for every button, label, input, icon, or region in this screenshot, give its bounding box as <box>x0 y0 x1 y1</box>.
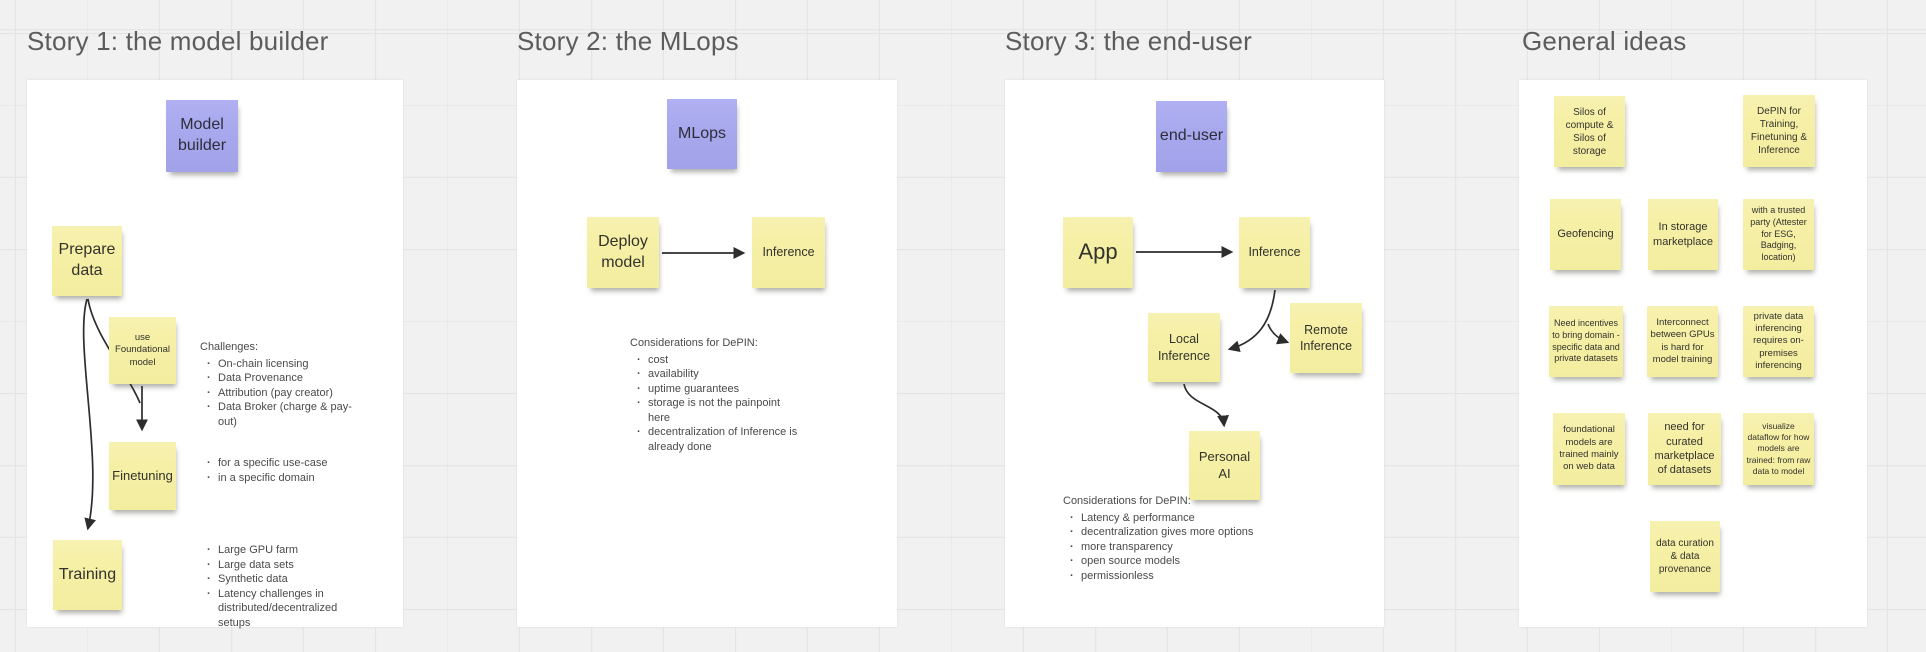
sticky-label: Geofencing <box>1557 228 1614 241</box>
note-bullet: open source models <box>1070 554 1293 569</box>
sticky-label: Interconnect between GPUs is hard for mo… <box>1650 316 1715 365</box>
sticky-label: Inference <box>1248 245 1301 260</box>
note-bullet: decentralization of Inference is already… <box>637 425 802 454</box>
note-bullet: Synthetic data <box>207 572 360 587</box>
frame-title-general-ideas[interactable]: General ideas <box>1522 26 1687 56</box>
sticky-label: Deploy model <box>598 232 648 271</box>
note-bullet: permissionless <box>1070 569 1293 584</box>
sticky-use-foundational-model[interactable]: use Foundational model <box>109 317 176 384</box>
sticky-inference-enduser[interactable]: Inference <box>1239 217 1310 288</box>
note-list: Large GPU farm Large data sets Synthetic… <box>200 543 360 630</box>
note-list: cost availability uptime guarantees stor… <box>630 353 802 455</box>
sticky-label: use Foundational model <box>115 331 170 368</box>
note-bullet: availability <box>637 367 802 382</box>
sticky-label: In storage marketplace <box>1653 221 1713 248</box>
sticky-label: with a trusted party (Attester for ESG, … <box>1750 205 1807 263</box>
sticky-curated-marketplace[interactable]: need for curated marketplace of datasets <box>1648 413 1721 485</box>
sticky-label: data curation & data provenance <box>1656 538 1714 575</box>
note-bullet: Latency challenges in distributed/decent… <box>207 587 360 631</box>
sticky-label: foundational models are trained mainly o… <box>1559 424 1619 473</box>
note-bullet: Data Broker (charge & pay-out) <box>207 400 370 429</box>
note-bullet: more transparency <box>1070 540 1293 555</box>
sticky-need-incentives[interactable]: Need incentives to bring domain -specifi… <box>1549 306 1623 377</box>
sticky-geofencing[interactable]: Geofencing <box>1550 199 1621 270</box>
note-title: Challenges: <box>200 341 259 353</box>
note-bullet: cost <box>637 353 802 368</box>
sticky-label: Remote Inference <box>1299 322 1353 353</box>
sticky-mlops[interactable]: MLops <box>667 99 737 169</box>
note-depin-mlops[interactable]: Considerations for DePIN: cost availabil… <box>630 336 802 454</box>
sticky-inference-mlops[interactable]: Inference <box>752 217 825 288</box>
note-bullet: Latency & performance <box>1070 511 1293 526</box>
note-challenges[interactable]: Challenges: On-chain licensing Data Prov… <box>200 340 370 429</box>
sticky-private-data-inferencing[interactable]: private data inferencing requires on-pre… <box>1743 306 1814 377</box>
sticky-label: DePIN for Training, Finetuning & Inferen… <box>1750 106 1808 156</box>
frame-title-story-3[interactable]: Story 3: the end-user <box>1005 26 1252 56</box>
note-bullet: Large data sets <box>207 558 360 573</box>
note-bullet: storage is not the painpoint here <box>637 396 802 425</box>
sticky-visualize-dataflow[interactable]: visualize dataflow for how models are tr… <box>1743 413 1814 485</box>
sticky-prepare-data[interactable]: Prepare data <box>52 226 122 296</box>
sticky-label: Training <box>58 565 117 583</box>
note-bullet: On-chain licensing <box>207 357 370 372</box>
note-title: Considerations for DePIN: <box>1063 495 1191 507</box>
sticky-local-inference[interactable]: Local Inference <box>1148 313 1220 382</box>
sticky-label: Local Inference <box>1157 332 1211 363</box>
sticky-app[interactable]: App <box>1063 217 1133 288</box>
sticky-training[interactable]: Training <box>53 540 122 610</box>
frame-title-story-1[interactable]: Story 1: the model builder <box>27 26 329 56</box>
note-training[interactable]: Large GPU farm Large data sets Synthetic… <box>200 543 360 630</box>
sticky-label: Model builder <box>177 116 227 154</box>
sticky-label: Silos of compute & Silos of storage <box>1565 106 1614 157</box>
sticky-remote-inference[interactable]: Remote Inference <box>1290 303 1362 373</box>
sticky-label: App <box>1078 239 1118 265</box>
sticky-label: Need incentives to bring domain -specifi… <box>1552 318 1620 364</box>
note-finetuning[interactable]: for a specific use-case in a specific do… <box>200 456 370 485</box>
sticky-in-storage-marketplace[interactable]: In storage marketplace <box>1648 199 1718 270</box>
sticky-label: end-user <box>1159 127 1224 145</box>
frame-title-story-2[interactable]: Story 2: the MLops <box>517 26 739 56</box>
sticky-trusted-party[interactable]: with a trusted party (Attester for ESG, … <box>1743 199 1814 270</box>
sticky-label: Personal AI <box>1198 448 1251 481</box>
note-title: Considerations for DePIN: <box>630 337 758 349</box>
sticky-label: Finetuning <box>112 467 173 483</box>
note-bullet: in a specific domain <box>207 471 370 486</box>
sticky-label: visualize dataflow for how models are tr… <box>1746 421 1811 476</box>
note-bullet: Data Provenance <box>207 371 370 386</box>
sticky-finetuning[interactable]: Finetuning <box>109 442 176 510</box>
sticky-label: private data inferencing requires on-pre… <box>1753 310 1804 372</box>
note-list: for a specific use-case in a specific do… <box>200 456 370 485</box>
sticky-label: need for curated marketplace of datasets <box>1654 421 1715 477</box>
sticky-silos[interactable]: Silos of compute & Silos of storage <box>1554 96 1625 167</box>
sticky-personal-ai[interactable]: Personal AI <box>1189 431 1260 500</box>
note-list: Latency & performance decentralization g… <box>1063 511 1293 584</box>
note-depin-enduser[interactable]: Considerations for DePIN: Latency & perf… <box>1063 494 1293 583</box>
note-list: On-chain licensing Data Provenance Attri… <box>200 357 370 430</box>
sticky-foundational-web-data[interactable]: foundational models are trained mainly o… <box>1553 413 1625 485</box>
note-bullet: uptime guarantees <box>637 382 802 397</box>
sticky-interconnect-gpus[interactable]: Interconnect between GPUs is hard for mo… <box>1647 306 1718 377</box>
note-bullet: decentralization gives more options <box>1070 525 1293 540</box>
note-bullet: Attribution (pay creator) <box>207 386 370 401</box>
sticky-model-builder[interactable]: Model builder <box>166 100 238 172</box>
sticky-data-curation[interactable]: data curation & data provenance <box>1650 521 1720 592</box>
sticky-depin-for[interactable]: DePIN for Training, Finetuning & Inferen… <box>1743 95 1815 167</box>
sticky-label: MLops <box>677 124 727 142</box>
note-bullet: Large GPU farm <box>207 543 360 558</box>
sticky-end-user[interactable]: end-user <box>1156 101 1227 172</box>
sticky-label: Prepare data <box>58 241 116 279</box>
note-bullet: for a specific use-case <box>207 456 370 471</box>
sticky-deploy-model[interactable]: Deploy model <box>587 217 659 288</box>
sticky-label: Inference <box>762 245 815 260</box>
